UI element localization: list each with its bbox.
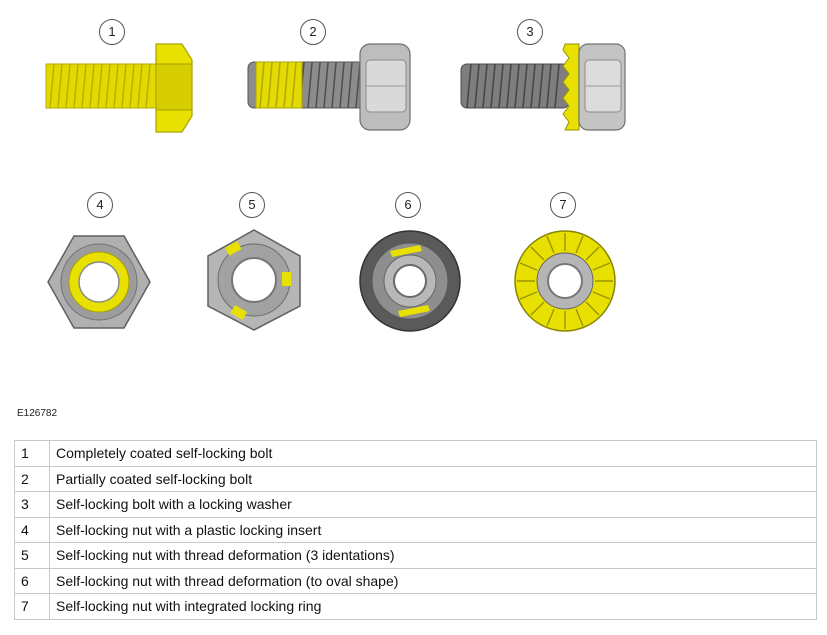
figure-id: E126782 bbox=[17, 408, 58, 419]
callout-3: 3 bbox=[517, 19, 543, 45]
row-number: 3 bbox=[14, 491, 50, 518]
callout-1: 1 bbox=[99, 19, 125, 45]
callout-4: 4 bbox=[87, 192, 113, 218]
row-description: Completely coated self-locking bolt bbox=[49, 440, 817, 467]
row-description: Self-locking nut with integrated locking… bbox=[49, 593, 817, 620]
row-number: 2 bbox=[14, 465, 50, 492]
partially-coated-bolt-illustration bbox=[247, 43, 411, 131]
bolt-with-washer-illustration bbox=[460, 43, 626, 131]
nut-three-indentations-illustration bbox=[207, 229, 301, 331]
callout-7: 7 bbox=[550, 192, 576, 218]
nut-oval-deformation-illustration bbox=[359, 230, 461, 332]
coated-bolt-illustration bbox=[45, 43, 193, 133]
row-number: 7 bbox=[14, 593, 50, 620]
row-number: 1 bbox=[14, 440, 50, 467]
row-description: Self-locking nut with a plastic locking … bbox=[49, 516, 817, 543]
row-description: Partially coated self-locking bolt bbox=[49, 465, 817, 492]
row-description: Self-locking nut with thread deformation… bbox=[49, 542, 817, 569]
callout-5: 5 bbox=[239, 192, 265, 218]
row-description: Self-locking nut with thread deformation… bbox=[49, 567, 817, 594]
row-description: Self-locking bolt with a locking washer bbox=[49, 491, 817, 518]
callout-6: 6 bbox=[395, 192, 421, 218]
callout-2: 2 bbox=[300, 19, 326, 45]
nut-plastic-insert-illustration bbox=[47, 235, 151, 329]
row-number: 6 bbox=[14, 567, 50, 594]
row-number: 5 bbox=[14, 542, 50, 569]
nut-locking-ring-illustration bbox=[514, 230, 616, 332]
row-number: 4 bbox=[14, 516, 50, 543]
